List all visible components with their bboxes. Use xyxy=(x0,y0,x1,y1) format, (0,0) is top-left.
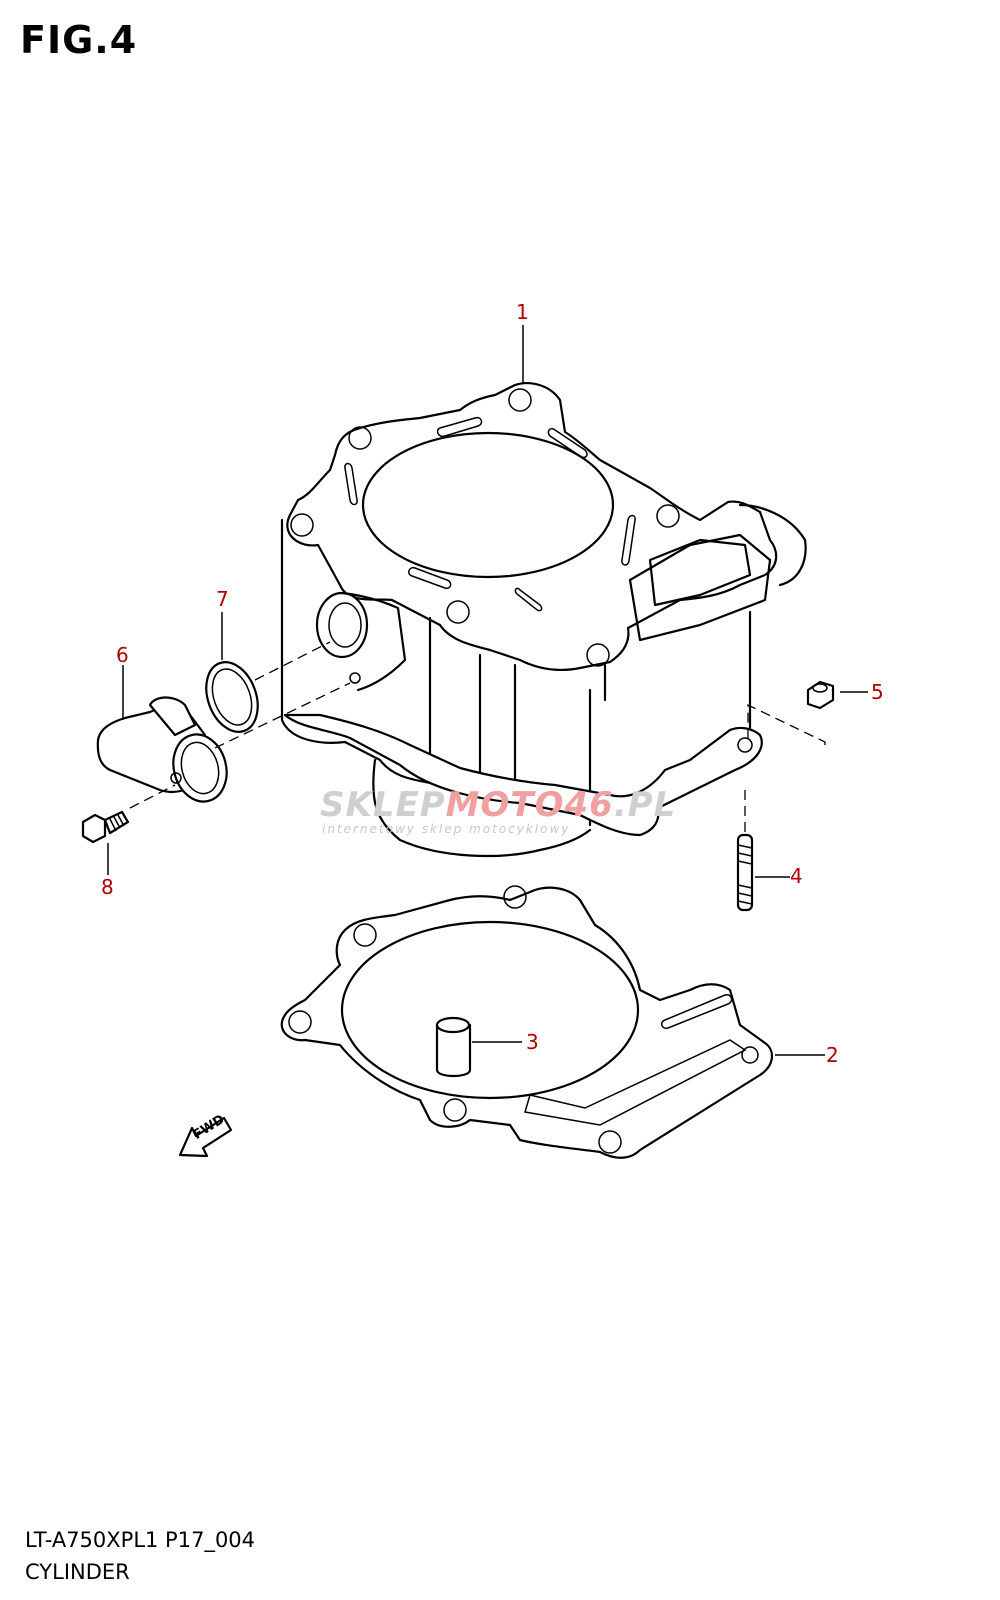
leader-lines xyxy=(107,325,868,1056)
figure-title: FIG.4 xyxy=(20,18,138,62)
callout-5[interactable]: 5 xyxy=(871,680,884,704)
callout-2[interactable]: 2 xyxy=(826,1043,839,1067)
cylinder-part xyxy=(280,382,807,858)
watermark: SKLEPMOTO46.PL xyxy=(320,785,676,825)
forward-arrow-icon xyxy=(178,1116,233,1158)
stud-bolt-part xyxy=(736,833,754,912)
dowel-pin-part xyxy=(435,1016,472,1078)
watermark-main: SKLEP xyxy=(320,785,446,825)
section-name: CYLINDER xyxy=(25,1560,130,1584)
water-inlet-pipe-part xyxy=(96,696,228,803)
bolt-part xyxy=(81,810,130,844)
callout-1[interactable]: 1 xyxy=(516,300,529,324)
callout-4[interactable]: 4 xyxy=(790,864,803,888)
callout-7[interactable]: 7 xyxy=(216,587,229,611)
watermark-subtitle: internetowy sklep motocyklowy xyxy=(322,822,571,836)
o-ring-part xyxy=(205,661,259,733)
watermark-accent: MOTO46 xyxy=(445,785,614,825)
callout-8[interactable]: 8 xyxy=(101,875,114,899)
nut-part xyxy=(806,680,835,710)
callout-6[interactable]: 6 xyxy=(116,643,129,667)
model-code: LT-A750XPL1 P17_004 xyxy=(25,1528,256,1552)
watermark-suffix: .PL xyxy=(613,785,677,825)
callout-3[interactable]: 3 xyxy=(526,1030,539,1054)
gasket-part xyxy=(280,885,773,1159)
